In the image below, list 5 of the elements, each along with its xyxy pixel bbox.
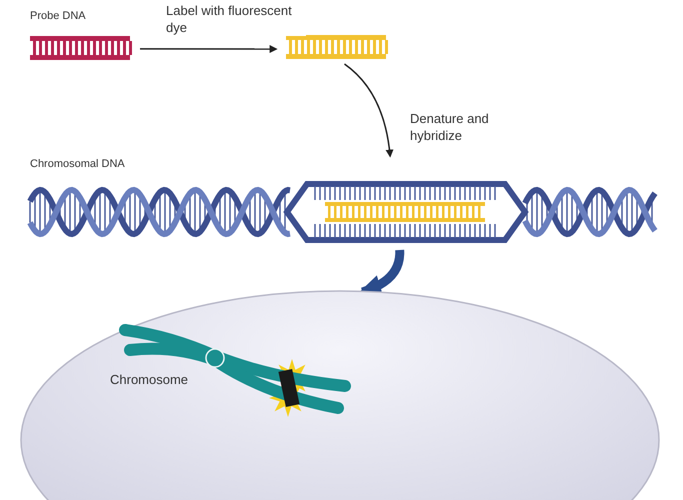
arrow [344, 63, 394, 158]
dna-label: Chromosomal DNA [30, 158, 125, 170]
chromosome-label: Chromosome [110, 372, 188, 387]
dna-label: Probe DNA [30, 10, 86, 22]
arrow [140, 45, 278, 54]
